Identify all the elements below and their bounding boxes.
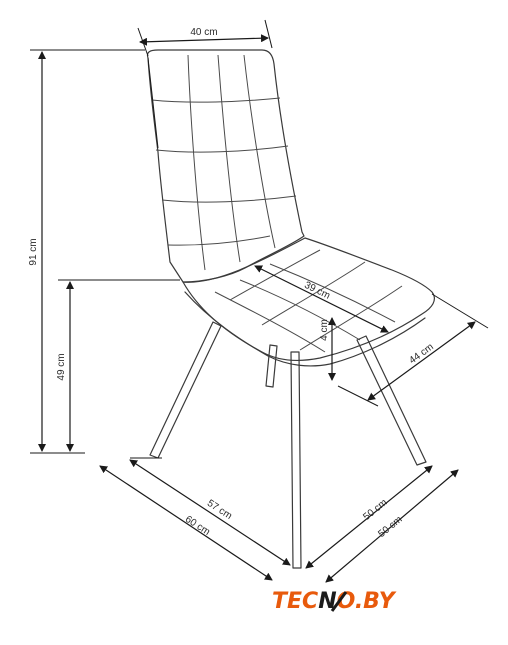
dimension-lines	[30, 19, 489, 583]
label-seat-height: 49 cm	[56, 353, 67, 380]
seat-underside	[184, 291, 426, 367]
extension-line-seat-width-a	[431, 293, 489, 329]
seat-quilting	[214, 249, 403, 353]
logo-text-highlight: N	[318, 589, 336, 614]
dim-line-seat-depth	[254, 265, 389, 333]
chair-illustration	[146, 49, 435, 569]
chair-backrest	[146, 49, 305, 283]
label-cushion-thickness: 4 cm	[319, 319, 330, 341]
logo-slash-mark	[330, 591, 348, 612]
extension-line-top-right	[264, 19, 273, 49]
extension-line-seat-width-b	[337, 385, 379, 407]
dim-line-seat-width	[367, 321, 476, 401]
dimension-labels: 40 cm 91 cm 49 cm 39 cm 4 cm 44 cm 57 cm…	[28, 27, 436, 540]
label-total-height: 91 cm	[28, 238, 39, 265]
dim-line-seat-back-width	[139, 34, 269, 46]
logo-text-left: TEC	[272, 589, 318, 614]
label-seat-back-width: 40 cm	[190, 27, 217, 38]
label-leg-width: 50 cm	[361, 497, 389, 523]
dim-line-leg-depth	[129, 459, 291, 566]
dim-line-overall-width	[325, 469, 459, 583]
label-overall-width: 50 cm	[376, 514, 404, 540]
backrest-edge-line	[147, 57, 159, 149]
dim-line-overall-depth	[99, 465, 273, 581]
tecno-by-logo: TECNO.BY	[272, 589, 397, 614]
backrest-quilting	[151, 54, 297, 271]
label-overall-depth: 60 cm	[183, 514, 212, 538]
